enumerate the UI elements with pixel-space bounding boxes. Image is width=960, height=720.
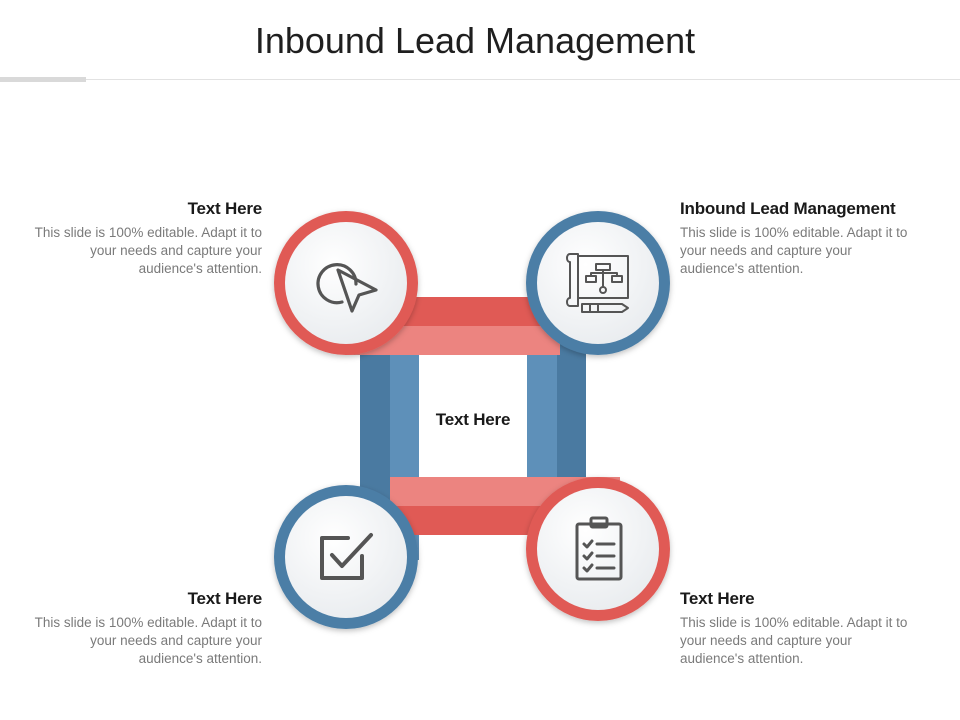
block-body: This slide is 100% editable. Adapt it to… [680,615,908,666]
clipboard-checklist-icon [575,516,623,581]
center-label: Text Here [435,410,511,429]
flowchart-blueprint-icon [566,253,629,313]
block-body: This slide is 100% editable. Adapt it to… [680,225,908,276]
text-block-top-right: Inbound Lead Management This slide is 10… [680,199,940,278]
node-top-right [526,211,670,355]
text-block-top-left: Text Here This slide is 100% editable. A… [30,199,263,278]
block-heading: Text Here [187,589,263,608]
block-body: This slide is 100% editable. Adapt it to… [34,615,262,666]
text-block-bottom-left: Text Here This slide is 100% editable. A… [30,589,263,668]
title-divider [0,79,960,80]
checkbox-checked-icon [320,533,373,580]
text-block-bottom-right: Text Here This slide is 100% editable. A… [680,589,912,668]
block-heading: Text Here [680,589,755,608]
block-body: This slide is 100% editable. Adapt it to… [34,225,262,276]
node-bottom-left [274,485,418,629]
block-heading: Text Here [187,199,263,218]
node-top-left [274,211,418,355]
block-heading: Inbound Lead Management [680,199,896,218]
slide-title: Inbound Lead Management [254,20,696,61]
title-divider-accent [0,77,86,82]
node-bottom-right [526,477,670,621]
cursor-click-icon [316,263,378,313]
